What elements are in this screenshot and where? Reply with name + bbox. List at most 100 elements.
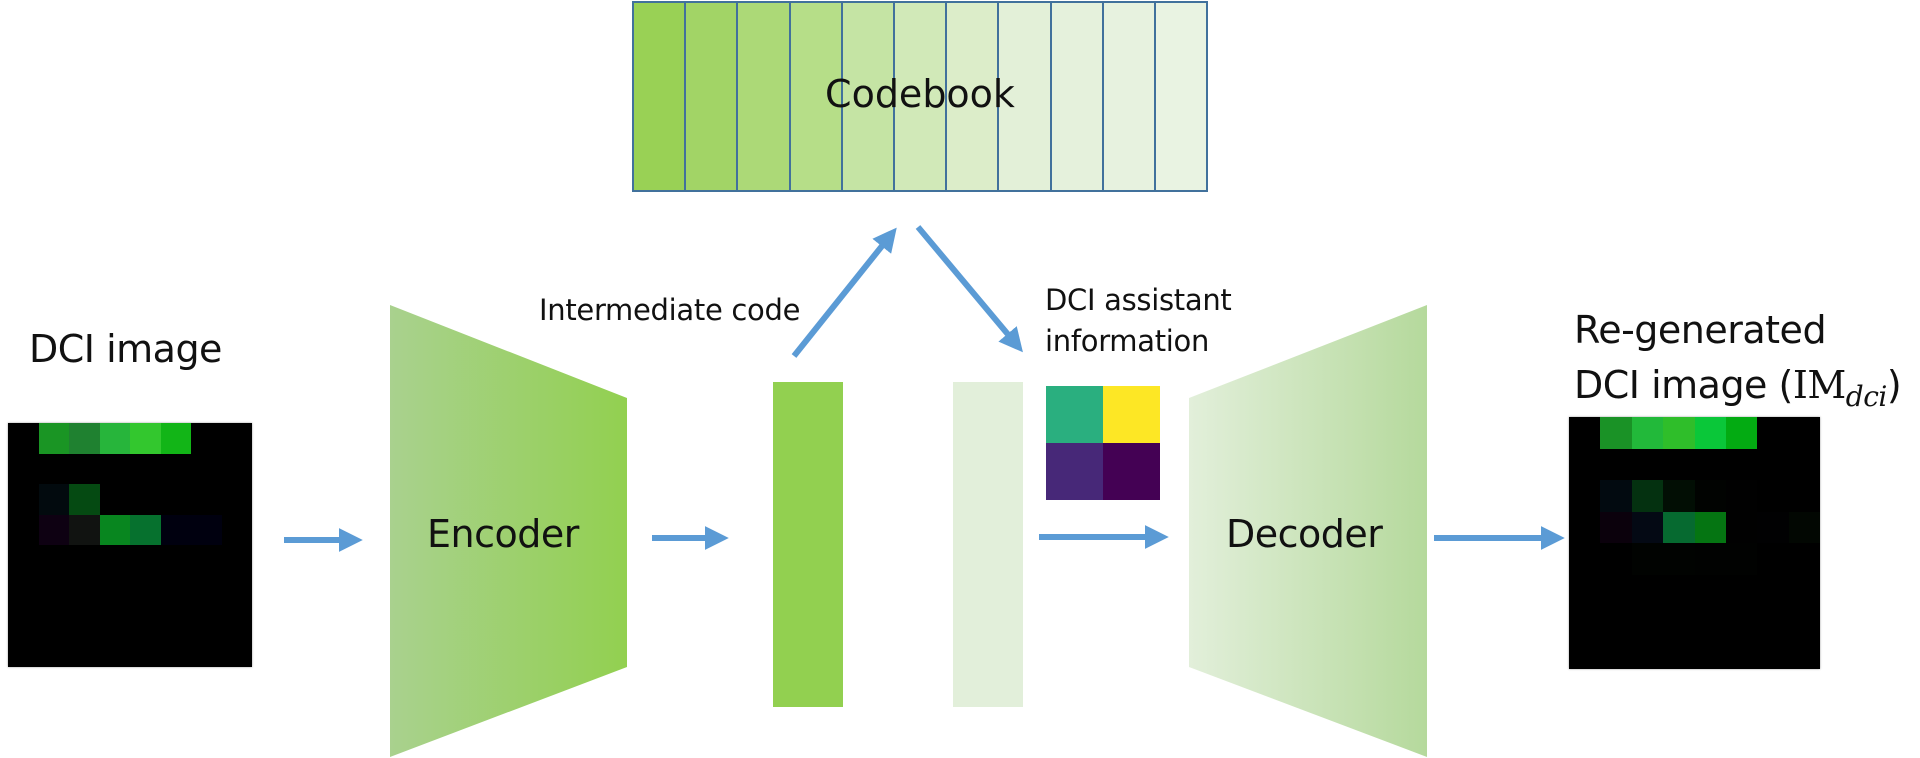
pixel	[1600, 574, 1632, 606]
pixel	[38, 423, 69, 454]
pixel	[1694, 417, 1726, 449]
pixel	[38, 453, 69, 484]
pixel	[1569, 417, 1601, 449]
codebook-cell	[999, 3, 1052, 190]
codebook-cell	[842, 3, 895, 190]
pixel	[191, 423, 222, 454]
pixel	[221, 423, 252, 454]
pixel	[160, 484, 191, 515]
pixel	[69, 545, 100, 576]
pixel	[1694, 480, 1726, 512]
pixel	[1725, 637, 1758, 669]
codebook-cell	[894, 3, 948, 190]
pixel	[99, 453, 130, 484]
output-image-label-line1: Re-generated	[1574, 308, 1827, 352]
pixel	[160, 606, 191, 637]
decoder-label: Decoder	[1226, 512, 1383, 556]
pixel	[160, 514, 191, 545]
encoder-label: Encoder	[427, 512, 579, 556]
pixel	[1694, 448, 1726, 480]
pixel	[69, 514, 100, 545]
pixel	[1631, 574, 1664, 606]
pixel	[99, 423, 130, 454]
pixel	[38, 484, 69, 515]
pixel	[1694, 574, 1726, 606]
pixel	[8, 545, 39, 576]
pixel	[1569, 448, 1601, 480]
pixel	[221, 575, 252, 606]
pixel	[1600, 543, 1632, 575]
pixel	[99, 575, 130, 606]
heatmap-cell	[1103, 386, 1160, 443]
input-dci-image	[8, 423, 252, 667]
codebook-cell	[790, 3, 843, 190]
pixel	[160, 423, 191, 454]
pixel	[1663, 574, 1695, 606]
heatmap-cell	[1046, 386, 1103, 443]
encoder-block	[390, 305, 627, 757]
pixel	[1725, 417, 1758, 449]
codebook-label: Codebook	[825, 72, 1015, 116]
assistant-info-label-line1: DCI assistant	[1045, 283, 1232, 317]
math-im: IM	[1792, 363, 1846, 407]
pixel	[1631, 511, 1664, 543]
pixel	[99, 514, 130, 545]
pixel	[1600, 480, 1632, 512]
codebook-cell	[738, 3, 791, 190]
output-label-close: )	[1886, 363, 1902, 407]
pixel	[1663, 511, 1695, 543]
pixel	[1788, 480, 1820, 512]
pixel	[1757, 637, 1789, 669]
pixel	[1757, 448, 1789, 480]
pixel	[130, 423, 161, 454]
pixel	[1631, 606, 1664, 638]
codebook-cell	[1103, 3, 1156, 190]
pixel	[8, 514, 39, 545]
pixel	[1631, 417, 1664, 449]
output-label-math: IMdci	[1792, 363, 1887, 411]
pixel	[99, 606, 130, 637]
pixel	[8, 484, 39, 515]
pixel	[1569, 511, 1601, 543]
pixel	[221, 514, 252, 545]
pixel	[69, 423, 100, 454]
pixel	[221, 484, 252, 515]
pixel	[221, 453, 252, 484]
pixel	[1725, 606, 1758, 638]
pixel	[221, 545, 252, 576]
pixel	[1663, 480, 1695, 512]
pixel	[69, 636, 100, 667]
assistant-info-bar	[953, 382, 1023, 707]
pixel	[69, 484, 100, 515]
pixel	[1569, 606, 1601, 638]
pixel	[8, 636, 39, 667]
pixel	[1725, 511, 1758, 543]
pixel	[1757, 511, 1789, 543]
pixel	[130, 575, 161, 606]
codebook-block	[632, 1, 1208, 192]
pixel	[1725, 448, 1758, 480]
codebook-cell	[1051, 3, 1104, 190]
pixel	[160, 636, 191, 667]
pixel	[38, 575, 69, 606]
decoder-block	[1189, 305, 1427, 757]
pixel	[1788, 448, 1820, 480]
pixel	[8, 575, 39, 606]
intermediate-code-bar	[773, 382, 843, 707]
codebook-cell	[947, 3, 1000, 190]
pixel	[1663, 448, 1695, 480]
pixel	[130, 484, 161, 515]
pixel	[191, 606, 222, 637]
intermediate-code-label: Intermediate code	[539, 293, 801, 327]
pixel	[191, 575, 222, 606]
pixel	[1788, 574, 1820, 606]
pixel	[1600, 606, 1632, 638]
codebook-cell	[1155, 3, 1207, 190]
pixel	[38, 514, 69, 545]
pixel	[1725, 543, 1758, 575]
codebook-cell	[686, 3, 739, 190]
pixel	[69, 575, 100, 606]
pixel	[1663, 543, 1695, 575]
input-image-label: DCI image	[29, 327, 222, 371]
